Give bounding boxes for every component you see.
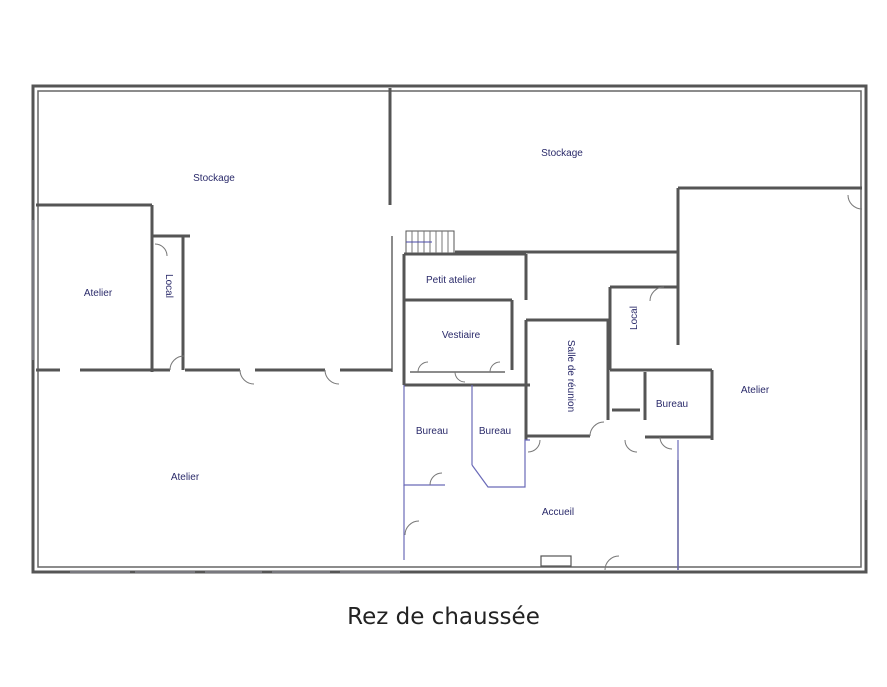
room-label-petit-atelier: Petit atelier <box>426 275 477 286</box>
staircase <box>405 230 455 254</box>
room-label-atelier-bottom: Atelier <box>171 472 200 483</box>
room-label-bureau-right: Bureau <box>656 399 688 410</box>
room-label-accueil: Accueil <box>542 507 574 518</box>
floor-plan: Stockage Stockage Atelier Local Petit at… <box>31 84 868 574</box>
room-label-atelier-right: Atelier <box>741 385 770 396</box>
plan-caption: Rez de chaussée <box>347 604 540 630</box>
room-label-stockage-right: Stockage <box>541 148 583 159</box>
room-label-local-left: Local <box>163 274 174 298</box>
room-label-stockage-left: Stockage <box>193 173 235 184</box>
interior-walls <box>36 88 862 570</box>
glazed-partitions <box>403 385 679 570</box>
room-label-salle-reunion: Salle de réunion <box>565 340 576 412</box>
room-label-vestiaire: Vestiaire <box>442 330 481 341</box>
room-label-bureau-2: Bureau <box>479 426 511 437</box>
entrance <box>540 555 572 567</box>
room-label-local-right: Local <box>629 306 640 330</box>
room-label-bureau-1: Bureau <box>416 426 448 437</box>
doors <box>154 194 863 571</box>
outer-walls <box>31 84 868 574</box>
room-label-atelier-left: Atelier <box>84 288 113 299</box>
